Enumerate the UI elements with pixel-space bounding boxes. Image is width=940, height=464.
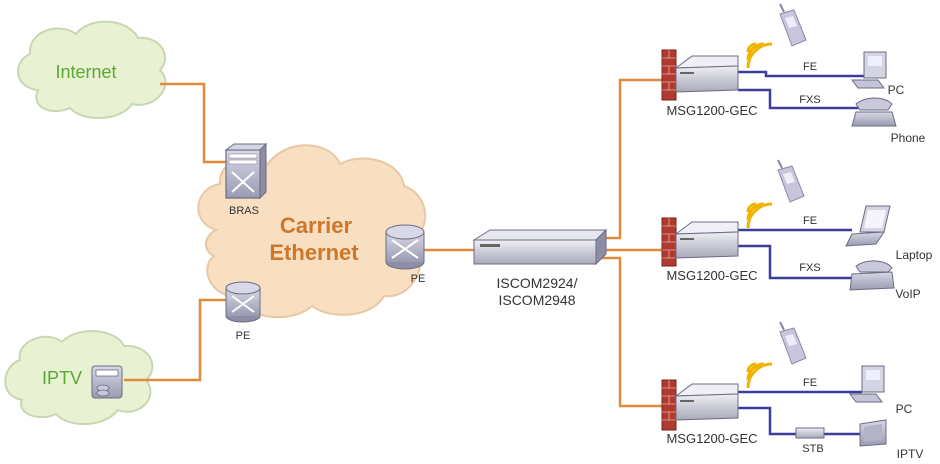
carrier-ethernet-label-line1: Carrier — [280, 213, 353, 238]
blue-links — [738, 70, 864, 436]
iptv-server-icon — [91, 365, 123, 399]
mid-fxs-label: FXS — [799, 262, 820, 274]
mid-voip-phone-icon[interactable] — [849, 260, 895, 291]
wifi-bot-icon — [746, 362, 773, 389]
mid-fe-label: FE — [803, 215, 817, 227]
top-fxs-label: FXS — [799, 94, 820, 106]
top-pc-label: PC — [888, 83, 905, 97]
internet-label: Internet — [55, 62, 116, 82]
bot-stb-label: STB — [802, 443, 823, 455]
iscom-switch[interactable] — [472, 228, 608, 266]
pe-core-arrows-icon — [391, 239, 419, 259]
pe-lower-arrows-icon — [231, 295, 255, 313]
msg-mid-label: MSG1200-GEC — [666, 268, 757, 283]
firewall-mid-icon — [661, 217, 677, 267]
mobile-phone-top-icon — [779, 3, 807, 47]
bras-device[interactable] — [224, 142, 268, 200]
pe-lower-router[interactable] — [225, 281, 261, 323]
mid-laptop-label: Laptop — [896, 248, 933, 262]
msg-mid-gateway[interactable] — [661, 217, 739, 267]
internet-cloud: Internet — [17, 20, 167, 120]
bot-iptv-label: IPTV — [897, 447, 924, 461]
wifi-mid-icon — [746, 202, 773, 229]
iptv-cloud-label: IPTV — [42, 368, 82, 388]
link-mid-fxs — [738, 244, 852, 280]
msg-top-label: MSG1200-GEC — [666, 103, 757, 118]
mid-laptop-icon[interactable] — [845, 205, 891, 247]
top-pc-icon[interactable] — [851, 51, 887, 89]
pe-core-label: PE — [411, 273, 426, 285]
carrier-ethernet-label-line2: Ethernet — [269, 240, 359, 265]
bot-pc-label: PC — [896, 402, 913, 416]
top-fe-label: FE — [803, 61, 817, 73]
orange-links — [124, 78, 666, 408]
iptv-cloud: IPTV — [4, 330, 154, 426]
bras-cross-arrows-icon — [231, 171, 255, 193]
mid-voip-label: VoIP — [895, 287, 920, 301]
wifi-top-icon — [746, 42, 773, 69]
switch-label-line2: ISCOM2948 — [498, 292, 575, 308]
link-top-fe — [738, 70, 864, 78]
pe-core-router[interactable] — [385, 224, 425, 270]
msg-top-gateway[interactable] — [661, 49, 739, 101]
mobile-phone-mid-icon — [777, 159, 805, 203]
top-phone-label: Phone — [891, 131, 926, 145]
link-internet-bras — [160, 82, 226, 164]
firewall-top-icon — [661, 49, 677, 101]
top-phone-icon[interactable] — [851, 97, 897, 127]
msg-bot-label: MSG1200-GEC — [666, 431, 757, 446]
bot-pc-icon[interactable] — [849, 365, 885, 403]
link-top-fxs — [738, 88, 860, 110]
msg-bot-gateway[interactable] — [661, 379, 739, 431]
bras-label: BRAS — [229, 205, 259, 217]
mobile-phone-bot-icon — [779, 321, 807, 365]
bot-tv-icon[interactable] — [859, 419, 887, 447]
stb-box-icon — [795, 427, 825, 439]
firewall-bot-icon — [661, 379, 677, 431]
bot-fe-label: FE — [803, 377, 817, 389]
link-iptv-pe — [124, 298, 226, 382]
link-switch-msg-top — [596, 78, 666, 240]
link-switch-msg-bot — [596, 256, 666, 408]
switch-label-line1: ISCOM2924/ — [497, 275, 578, 291]
pe-lower-label: PE — [236, 330, 251, 342]
